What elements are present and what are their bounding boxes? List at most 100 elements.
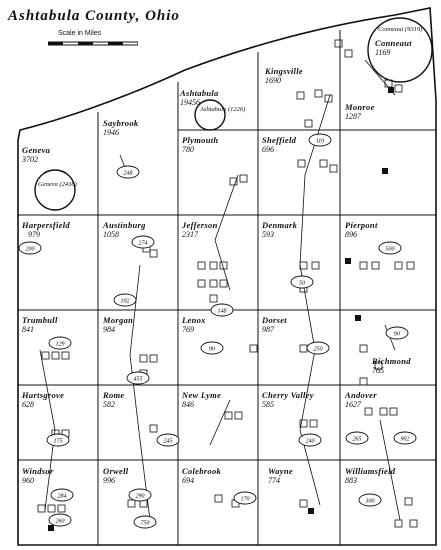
oval-label: 274: [139, 240, 148, 247]
township-name: Rome: [103, 390, 125, 400]
oval-marker: [48, 336, 72, 350]
township-name: Richmond: [372, 356, 411, 366]
township-pop: 1169: [375, 48, 391, 57]
township-name: Jefferson: [182, 220, 218, 230]
marker-box: [314, 89, 323, 98]
marker-filled: [308, 508, 314, 514]
oval-marker: [50, 488, 74, 502]
township-name: Williamsfield: [345, 466, 396, 476]
oval-label: 110: [316, 139, 325, 145]
oval-marker: [393, 431, 417, 445]
marker-box: [371, 261, 380, 270]
marker-box: [311, 261, 320, 270]
marker-box: [41, 351, 50, 360]
oval-label: 902: [401, 437, 410, 443]
marker-box: [219, 279, 228, 288]
connector-line: [214, 239, 231, 291]
township-pop: 996: [103, 476, 115, 485]
township-name: Colebrook: [182, 466, 222, 476]
marker-box: [344, 49, 353, 58]
marker-box: [359, 377, 368, 386]
township-pop: 593: [262, 230, 274, 239]
city-label: Conneaut (9319): [378, 26, 423, 33]
marker-filled: [48, 525, 54, 531]
marker-box: [379, 407, 388, 416]
oval-label: 200: [26, 247, 35, 253]
marker-box: [234, 411, 243, 420]
scale-label: Scale in Miles: [58, 30, 102, 37]
oval-marker: [298, 433, 322, 447]
marker-box: [209, 279, 218, 288]
connector-line: [129, 354, 141, 441]
township-pop: 960: [22, 476, 34, 485]
township-pop: 1287: [345, 112, 361, 121]
marker-filled: [388, 87, 394, 93]
oval-marker: [46, 433, 70, 447]
connector-line: [299, 174, 306, 266]
township-pop: 582: [103, 400, 115, 409]
township-name: Harpersfield: [22, 220, 70, 230]
connector-line: [129, 264, 141, 356]
marker-box: [309, 419, 318, 428]
oval-label: 90: [209, 347, 215, 353]
marker-box: [324, 94, 333, 103]
township-pop: 694: [182, 476, 194, 485]
oval-marker: [18, 241, 42, 255]
oval-marker: [131, 235, 155, 249]
oval-label: 90: [394, 332, 400, 338]
marker-box: [61, 351, 70, 360]
township-pop: 841: [22, 325, 34, 334]
township-name: Geneva: [22, 145, 51, 155]
township-pop: 896: [345, 230, 357, 239]
township-name: Cherry Valley: [262, 390, 314, 400]
township-pop: 1690: [265, 76, 281, 85]
marker-box: [299, 261, 308, 270]
marker-box: [409, 519, 418, 528]
marker-box: [406, 261, 415, 270]
township-name: Wayne: [268, 466, 293, 476]
township-name: Ashtabula: [180, 88, 219, 98]
township-name: Hartsgrove: [22, 390, 65, 400]
oval-label: 50: [299, 281, 305, 287]
township-pop: 1946: [103, 128, 119, 137]
connector-line: [214, 174, 239, 241]
marker-box: [394, 261, 403, 270]
oval-marker: [126, 371, 150, 385]
oval-marker: [48, 513, 72, 527]
township-name: Pierpont: [345, 220, 378, 230]
connector-line: [379, 419, 401, 521]
marker-box: [359, 261, 368, 270]
marker-box: [219, 261, 228, 270]
oval-label: 300: [365, 499, 375, 505]
marker-box: [51, 351, 60, 360]
marker-filled: [345, 258, 351, 264]
marker-box: [299, 419, 308, 428]
oval-label: 248: [124, 170, 133, 177]
township-name: Dorset: [262, 315, 287, 325]
township-name: New Lyme: [182, 390, 222, 400]
township-pop: 2317: [182, 230, 198, 239]
oval-label: 175: [54, 439, 63, 445]
township-name: Trumbull: [22, 315, 58, 325]
township-pop: 987: [262, 325, 274, 334]
marker-box: [197, 261, 206, 270]
marker-box: [297, 159, 306, 168]
marker-box: [389, 407, 398, 416]
oval-label: 250: [314, 347, 323, 353]
marker-box: [37, 504, 46, 513]
oval-marker: [133, 515, 157, 529]
oval-label: 500: [386, 247, 395, 253]
marker-box: [149, 249, 158, 258]
marker-box: [299, 344, 308, 353]
marker-box: [197, 279, 206, 288]
map-title: Ashtabula County, Ohio: [8, 8, 180, 24]
township-pop: 585: [262, 400, 274, 409]
marker-box: [394, 519, 403, 528]
township-name: Plymouth: [182, 135, 219, 145]
marker-box: [359, 344, 368, 353]
marker-box: [224, 411, 233, 420]
city-label: Geneva (2436): [38, 181, 77, 188]
oval-label: 245: [164, 438, 173, 445]
township-pop: 780: [182, 145, 194, 154]
